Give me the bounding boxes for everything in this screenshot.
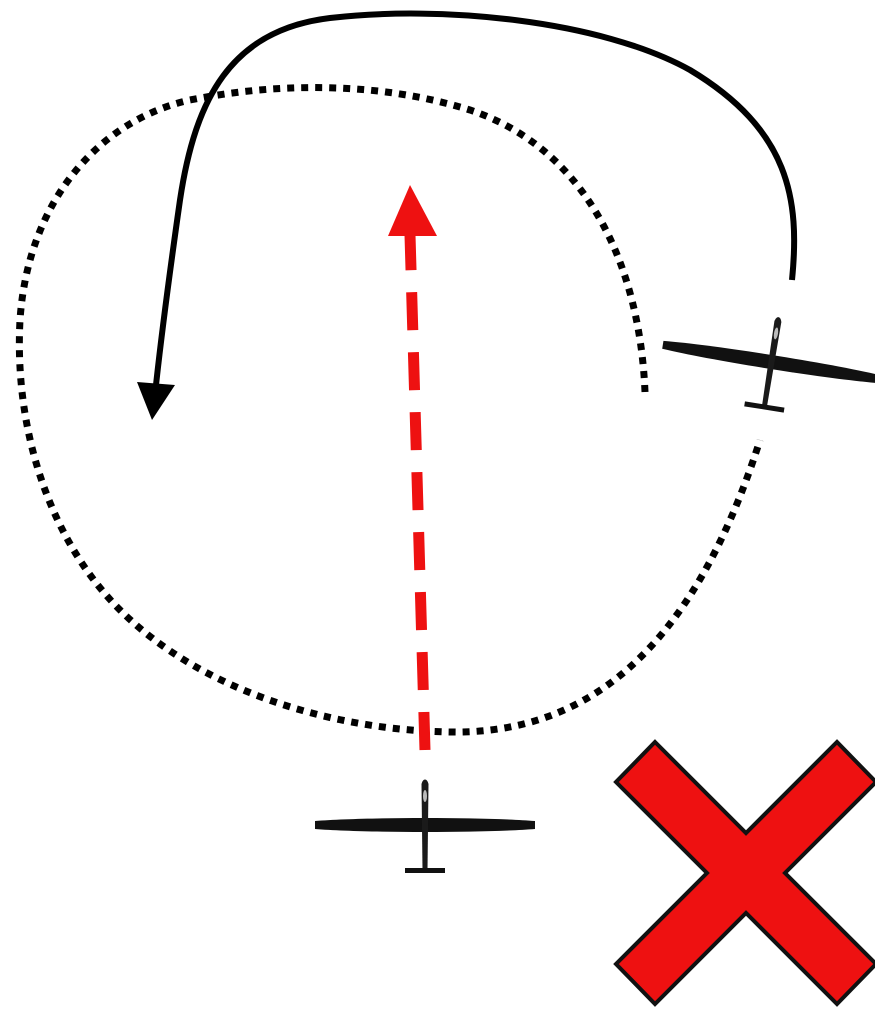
thermal-circle-path [15,84,764,736]
turn-arrow-path [153,10,798,386]
straight-path-arrow-head [388,185,437,236]
glider-icon [315,779,535,873]
red-x-icon [613,739,875,1007]
glider-icon [655,299,875,427]
turn-arrow-head [137,382,175,420]
straight-path-line [404,234,431,751]
